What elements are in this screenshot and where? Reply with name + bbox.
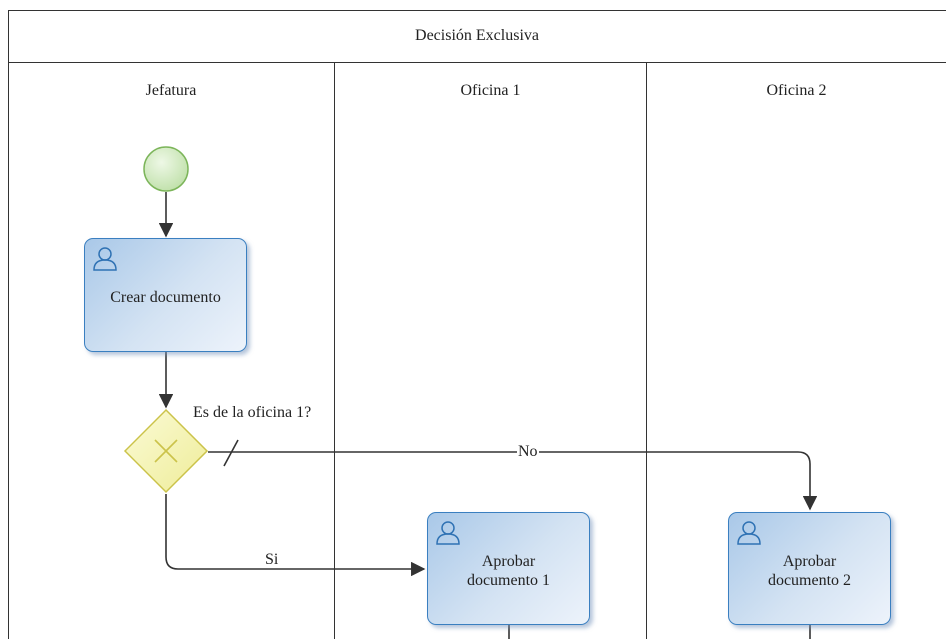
gateway-label: Es de la oficina 1?	[193, 404, 312, 421]
user-icon	[436, 521, 460, 545]
user-icon	[93, 247, 117, 271]
lane-title-jefatura: Jefatura	[145, 82, 197, 99]
lane-title-oficina-2: Oficina 2	[766, 82, 827, 99]
task-crear-documento[interactable]: Crear documento	[84, 238, 247, 352]
lane-title-oficina-1: Oficina 1	[460, 82, 521, 99]
flow-label-no: No	[517, 443, 539, 461]
task-label: Crear documento	[110, 288, 221, 306]
default-flow-marker	[223, 439, 239, 467]
task-label: Aprobar documento 2	[767, 552, 852, 589]
flow-si[interactable]	[165, 494, 426, 577]
flow-no[interactable]	[208, 451, 818, 511]
task-label: Aprobar documento 1	[466, 552, 551, 589]
start-event[interactable]	[143, 146, 189, 192]
task-aprobar-documento-2[interactable]: Aprobar documento 2	[728, 512, 891, 625]
x-icon	[154, 439, 178, 463]
task-aprobar-documento-1[interactable]: Aprobar documento 1	[427, 512, 590, 625]
user-icon	[737, 521, 761, 545]
exclusive-gateway[interactable]	[123, 408, 209, 494]
pool-border	[8, 10, 946, 639]
flow-label-si: Si	[265, 551, 279, 568]
pool-title: Decisión Exclusiva	[415, 27, 539, 44]
